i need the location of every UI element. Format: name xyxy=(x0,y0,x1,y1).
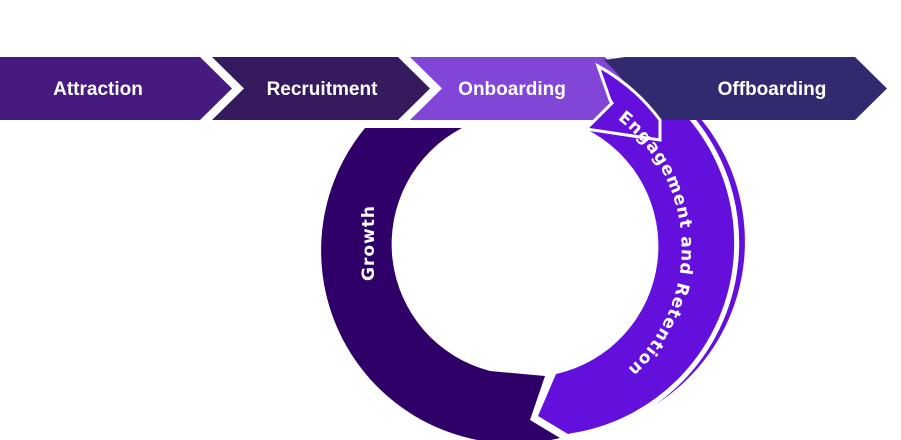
stage-label-offboarding: Offboarding xyxy=(718,79,827,100)
stage-label-recruitment: Recruitment xyxy=(267,79,379,100)
stage-onboarding[interactable] xyxy=(410,57,637,120)
stage-label-attraction: Attraction xyxy=(53,79,143,100)
stage-attraction[interactable] xyxy=(0,57,232,120)
growth-segment xyxy=(321,128,560,440)
stage-label-onboarding: Onboarding xyxy=(458,79,566,100)
ring-label-growth: Growth xyxy=(359,205,379,281)
engagement-segment xyxy=(538,57,745,434)
cycle-ring xyxy=(321,57,745,440)
engagement-tail xyxy=(582,62,662,142)
stage-banner xyxy=(0,57,887,142)
stage-offboarding[interactable] xyxy=(604,57,887,120)
stage-recruitment[interactable] xyxy=(212,57,430,120)
